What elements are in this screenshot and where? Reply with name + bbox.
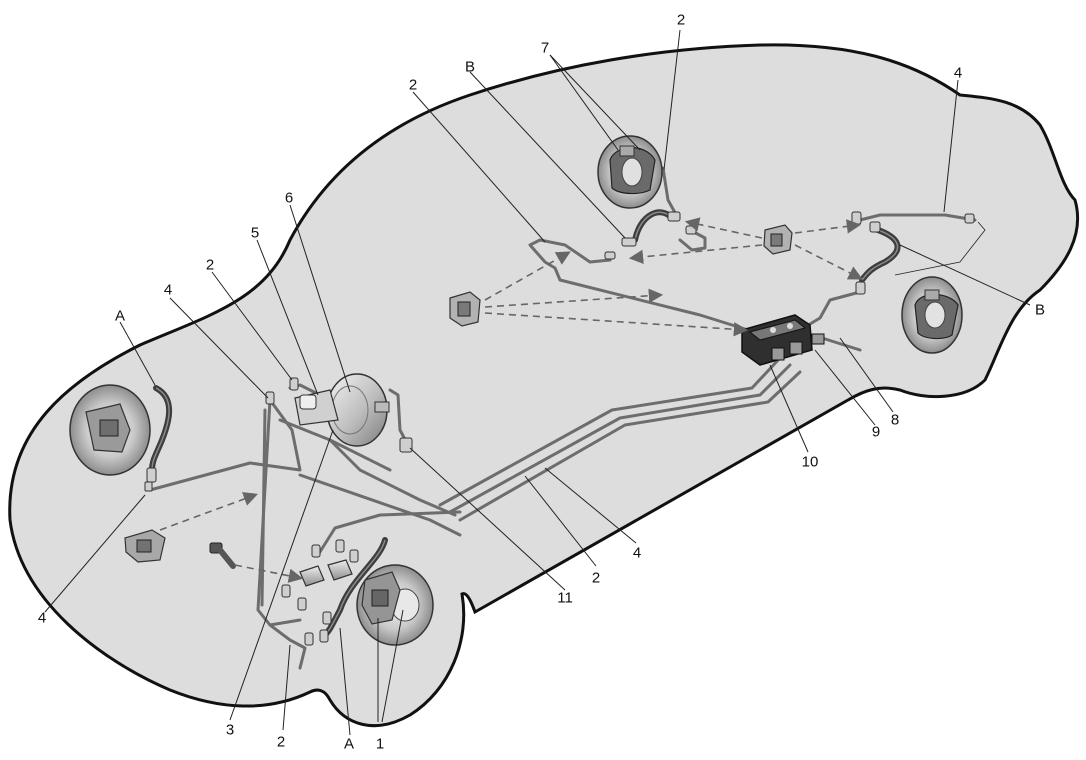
callout-label-7: 7: [540, 39, 550, 57]
callout-label-2-top-mid: 2: [408, 76, 418, 94]
callout-leaders: [44, 29, 1031, 736]
callout-label-A-bottom: A: [343, 735, 355, 753]
front-left-disc-brake: [69, 384, 151, 476]
callout-label-2-bottom-left: 2: [276, 733, 286, 751]
callout-label-9: 9: [871, 423, 881, 441]
callout-label-A-front: A: [114, 307, 126, 325]
callout-label-2-top-right: 2: [676, 11, 686, 29]
loose-bolt: [209, 542, 236, 569]
brake-booster-master-cylinder: [294, 373, 390, 447]
callout-label-10: 10: [801, 453, 819, 471]
callout-label-4-right-top: 4: [953, 64, 963, 82]
front-right-disc-brake: [356, 564, 434, 646]
callout-label-B-top: B: [464, 58, 476, 76]
callout-label-2-top-left: 2: [205, 256, 215, 274]
callout-label-B-right: B: [1034, 301, 1046, 319]
callout-label-4-left-bottom: 4: [37, 609, 47, 627]
loose-bracket-right: [763, 224, 793, 255]
pressure-regulator: [741, 314, 825, 366]
callout-label-6: 6: [284, 189, 294, 207]
rear-right-drum-brake: [901, 276, 963, 354]
callout-label-4-left-top: 4: [163, 281, 173, 299]
callout-label-1: 1: [375, 735, 385, 753]
assembly-arrows: [159, 217, 863, 583]
callout-label-8: 8: [890, 411, 900, 429]
front-tee-connectors: [299, 559, 353, 587]
callout-label-4-bottom: 4: [632, 544, 642, 562]
rear-left-drum-brake: [597, 135, 663, 209]
callout-label-5: 5: [250, 224, 260, 242]
callout-label-3: 3: [225, 721, 235, 739]
car-body-silhouette: [8, 43, 1080, 728]
callout-label-2-bottom-mid: 2: [591, 569, 601, 587]
pipe-fittings: [144, 211, 975, 646]
loose-brake-caliper: [124, 529, 166, 563]
loose-bracket-left: [449, 291, 481, 327]
callout-label-11: 11: [557, 589, 573, 607]
